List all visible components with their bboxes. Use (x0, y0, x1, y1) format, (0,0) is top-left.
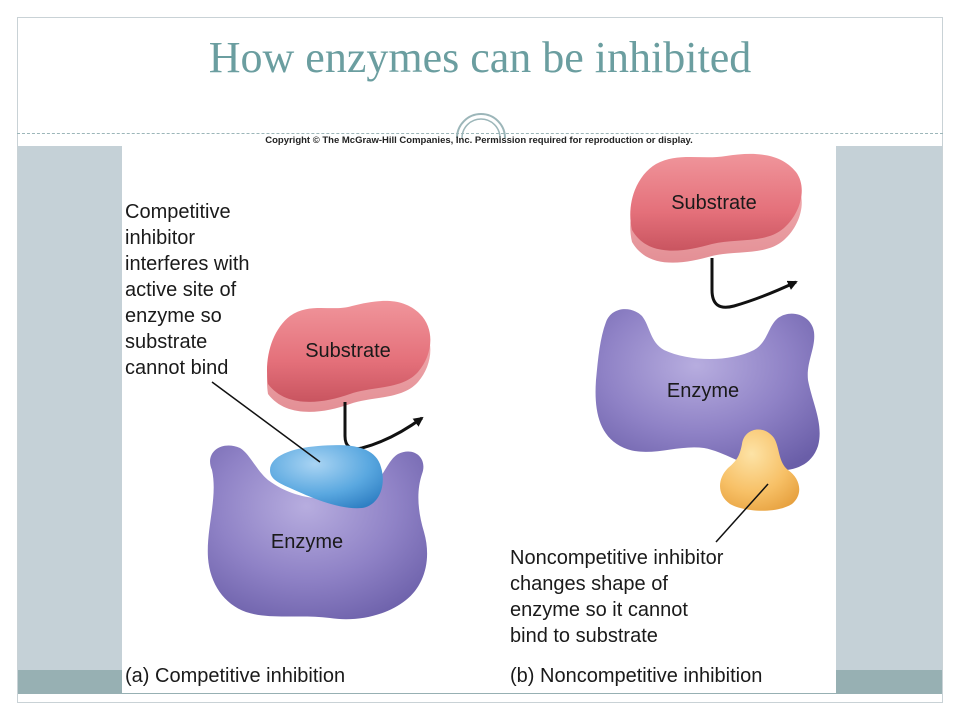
noncompetitive-inhibitor-shape (720, 429, 800, 511)
competitive-inhibitor-shape (270, 445, 383, 509)
panel-a-substrate-label: Substrate (305, 340, 391, 362)
panel-a: Competitive inhibitor interferes with ac… (125, 201, 431, 687)
panel-a-description: Competitive inhibitor interferes with ac… (125, 201, 255, 379)
panel-a-enzyme-label: Enzyme (271, 531, 343, 553)
panel-b-substrate-label: Substrate (671, 192, 757, 214)
panel-b-substrate-shape (630, 153, 802, 251)
panel-b-caption: (b) Noncompetitive inhibition (510, 665, 762, 687)
slide-title: How enzymes can be inhibited (208, 33, 752, 82)
divider-ring-ornament (456, 113, 506, 138)
panel-b-pointer-line (715, 483, 769, 543)
panel-b-substrate: Substrate (630, 153, 802, 263)
panel-a-pointer-line (211, 381, 321, 463)
panel-b: Substrate Enzyme Noncompetitive inhibito… (510, 153, 820, 687)
panel-b-description: Noncompetitive inhibitor changes shape o… (510, 547, 729, 647)
panel-b-deflection-arrow (710, 258, 798, 309)
panel-a-caption: (a) Competitive inhibition (125, 665, 345, 687)
panel-b-enzyme-label: Enzyme (667, 380, 739, 402)
copyright-notice: Copyright © The McGraw-Hill Companies, I… (265, 135, 693, 146)
panel-b-enzyme-shape (595, 309, 820, 471)
panel-a-substrate-shape (266, 300, 431, 402)
slide-frame (17, 17, 943, 703)
title-divider (17, 133, 943, 134)
panel-a-substrate: Substrate (266, 300, 431, 412)
left-side-band (17, 146, 122, 670)
panel-a-deflection-arrow (343, 402, 424, 451)
panel-b-enzyme: Enzyme (595, 309, 820, 471)
right-side-band (836, 146, 943, 670)
